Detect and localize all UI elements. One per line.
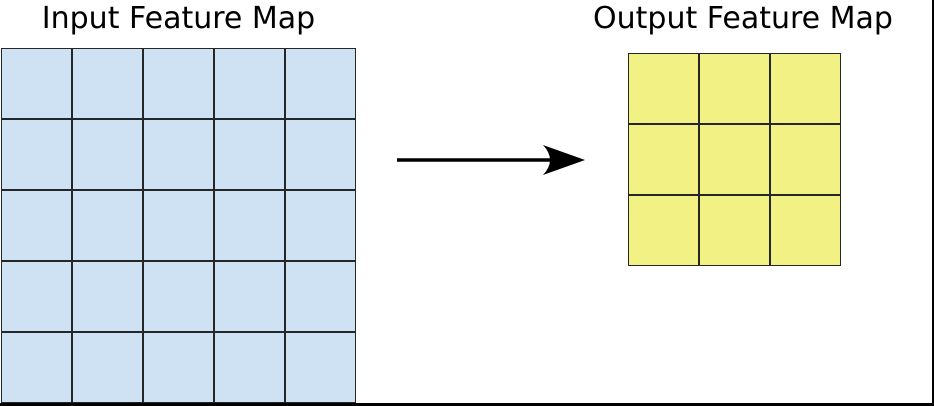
grid-cell [214,332,285,403]
grid-cell [628,195,699,266]
grid-cell [72,119,143,190]
grid-cell [285,332,356,403]
grid-cell [1,261,72,332]
right-arrow-icon [397,145,585,175]
grid-cell [628,53,699,124]
input-feature-map-grid [1,48,356,403]
grid-cell [1,48,72,119]
grid-cell [285,261,356,332]
output-map-title: Output Feature Map [593,1,893,36]
grid-cell [214,190,285,261]
transform-arrow [395,139,595,181]
grid-cell [699,53,770,124]
grid-cell [72,190,143,261]
grid-cell [285,48,356,119]
arrow-head [543,145,585,175]
grid-cell [72,261,143,332]
grid-cell [72,332,143,403]
grid-cell [285,119,356,190]
grid-cell [72,48,143,119]
grid-cell [214,48,285,119]
grid-cell [699,124,770,195]
grid-cell [214,119,285,190]
grid-cell [143,261,214,332]
grid-cell [285,190,356,261]
grid-cell [628,124,699,195]
grid-cell [1,190,72,261]
grid-cell [143,332,214,403]
grid-cell [1,332,72,403]
grid-cell [214,261,285,332]
grid-cell [770,53,841,124]
grid-cell [699,195,770,266]
grid-cell [143,119,214,190]
output-feature-map-grid [628,53,841,266]
grid-cell [143,190,214,261]
grid-cell [770,195,841,266]
input-map-title: Input Feature Map [41,1,316,36]
grid-cell [143,48,214,119]
grid-cell [1,119,72,190]
grid-cell [770,124,841,195]
